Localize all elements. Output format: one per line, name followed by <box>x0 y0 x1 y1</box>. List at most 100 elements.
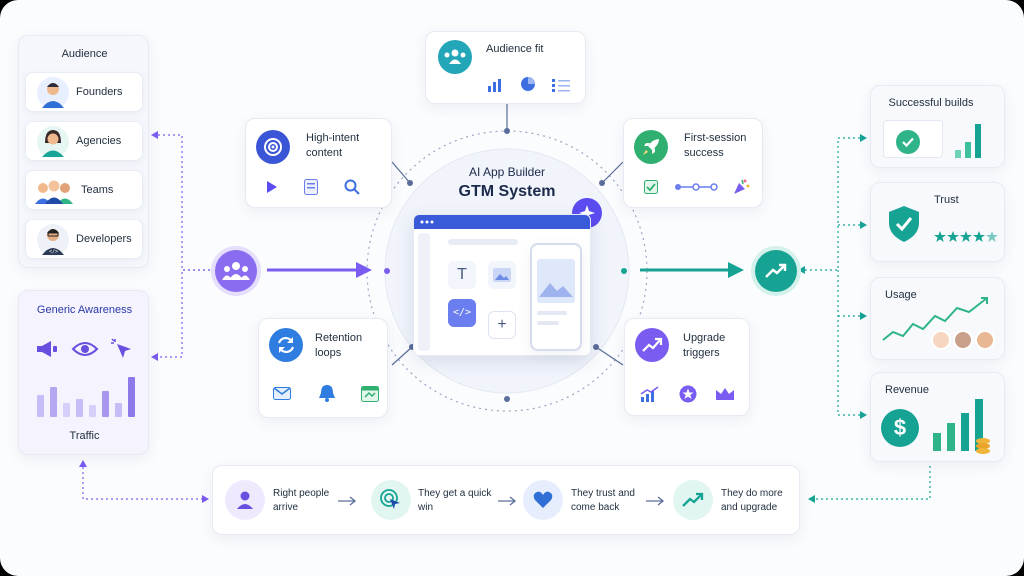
target-icon <box>264 138 282 156</box>
megaphone-icon <box>37 341 57 357</box>
module-title-line2: success <box>684 147 724 159</box>
outcome-title: Successful builds <box>888 97 974 109</box>
star-badge-icon <box>679 385 697 403</box>
journey-step-4-line1: They do more <box>721 488 783 499</box>
agency-avatar-icon <box>37 126 69 158</box>
outcome-title: Usage <box>885 289 917 301</box>
code-tool-icon[interactable]: </> <box>448 299 476 327</box>
module-title: Audience fit <box>486 43 544 55</box>
bar-chart-icon <box>488 79 501 92</box>
play-icon <box>267 181 277 193</box>
module-title-line1: High-intent <box>306 132 360 144</box>
check-icon <box>902 137 914 148</box>
outcome-title: Trust <box>934 194 959 206</box>
outcome-usage: Usage <box>870 277 1005 360</box>
user-avatar <box>931 330 951 350</box>
module-title-line1: Retention <box>315 332 363 344</box>
journey-step-1-line1: Right people <box>273 488 330 499</box>
journey-step-2-line1: They get a quick <box>418 488 492 499</box>
progress-steps-icon <box>675 183 718 191</box>
developer-avatar-icon: </> <box>37 224 69 256</box>
sparkle-icon <box>579 205 595 221</box>
mountain-image-icon <box>539 283 573 297</box>
module-audience-fit[interactable]: Audience fit <box>425 31 586 104</box>
module-first-session[interactable]: First-session success <box>623 118 763 208</box>
awareness-title: Generic Awareness <box>36 304 133 316</box>
group-icon <box>222 262 250 280</box>
upgrade-badge <box>635 328 669 362</box>
checklist-icon <box>552 79 570 92</box>
center-title-line1: AI App Builder <box>468 165 546 179</box>
rocket-icon <box>643 139 659 155</box>
window-dots-icon <box>420 220 434 224</box>
journey-step-3-line1: They trust and <box>571 488 635 499</box>
person-icon <box>237 491 253 509</box>
journey-step-2-badge <box>371 480 411 520</box>
refresh-icon <box>277 336 295 354</box>
cursor-click-icon <box>111 338 131 358</box>
traffic-bars-icon <box>37 377 135 417</box>
traffic-label: Traffic <box>69 430 100 442</box>
center-title-line2: GTM System <box>458 183 556 200</box>
module-title-line2: triggers <box>683 347 720 359</box>
journey-step-3-line2: come back <box>571 502 620 513</box>
click-target-icon <box>380 489 400 509</box>
audience-item-label: Teams <box>81 184 114 196</box>
journey-step-4-line2: and upgrade <box>721 502 778 513</box>
audience-fit-badge <box>438 40 472 74</box>
calendar-icon <box>361 386 379 402</box>
audience-item-teams[interactable]: Teams <box>25 170 143 210</box>
shield-check-icon <box>889 206 919 242</box>
rating-stars-icon <box>934 231 998 242</box>
growth-trend-icon <box>765 263 787 278</box>
first-session-badge <box>634 130 668 164</box>
module-title-line2: content <box>306 147 343 159</box>
usage-line-chart <box>882 297 988 341</box>
arrow-right-icon <box>498 496 517 506</box>
team-avatars-icon <box>35 180 73 204</box>
eye-icon <box>71 342 99 356</box>
team-hub-node <box>215 250 257 292</box>
audience-title: Audience <box>61 48 108 60</box>
add-tool-icon[interactable]: + <box>488 311 516 339</box>
users-icon <box>444 49 466 64</box>
search-icon <box>344 179 360 195</box>
dollar-badge: $ <box>881 409 919 447</box>
document-icon <box>304 179 318 195</box>
audience-item-label: Founders <box>76 86 123 98</box>
module-title-line1: First-session <box>684 132 747 144</box>
mail-icon <box>273 387 291 400</box>
module-upgrade[interactable]: Upgrade triggers <box>624 318 750 416</box>
chart-up-icon <box>640 386 659 402</box>
founder-avatar-icon <box>37 77 69 109</box>
awareness-panel: Generic Awareness Traffic <box>18 290 149 455</box>
outcome-trust: Trust <box>870 182 1005 262</box>
journey-step-1-badge <box>225 480 265 520</box>
arrow-right-icon <box>646 496 665 506</box>
audience-item-agencies[interactable]: Agencies <box>25 121 143 161</box>
text-tool-icon[interactable]: T <box>448 261 476 289</box>
journey-step-3-badge <box>523 480 563 520</box>
user-avatar <box>975 330 995 350</box>
journey-bar: Right people arrive They get a quick win… <box>212 465 800 535</box>
arrow-right-icon <box>338 496 357 506</box>
phone-preview <box>530 243 582 351</box>
heart-icon <box>533 491 553 508</box>
high-intent-badge <box>256 130 290 164</box>
audience-item-developers[interactable]: </> Developers <box>25 219 143 259</box>
builds-bars-icon <box>955 124 981 158</box>
growth-hub-node <box>755 250 797 292</box>
phone-line-2 <box>537 321 559 325</box>
party-popper-icon <box>734 179 750 194</box>
module-high-intent[interactable]: High-intent content <box>245 118 392 208</box>
outcome-title: Revenue <box>885 384 930 396</box>
module-title-line1: Upgrade <box>683 332 726 344</box>
trend-up-icon <box>642 337 663 352</box>
journey-step-4-badge <box>673 480 713 520</box>
image-tool-icon[interactable] <box>488 261 516 289</box>
audience-item-founders[interactable]: Founders <box>25 72 143 112</box>
module-retention[interactable]: Retention loops <box>258 318 388 418</box>
phone-line-1 <box>537 311 567 315</box>
journey-step-1-line2: arrive <box>273 502 299 513</box>
svg-text:</>: </> <box>49 249 58 255</box>
